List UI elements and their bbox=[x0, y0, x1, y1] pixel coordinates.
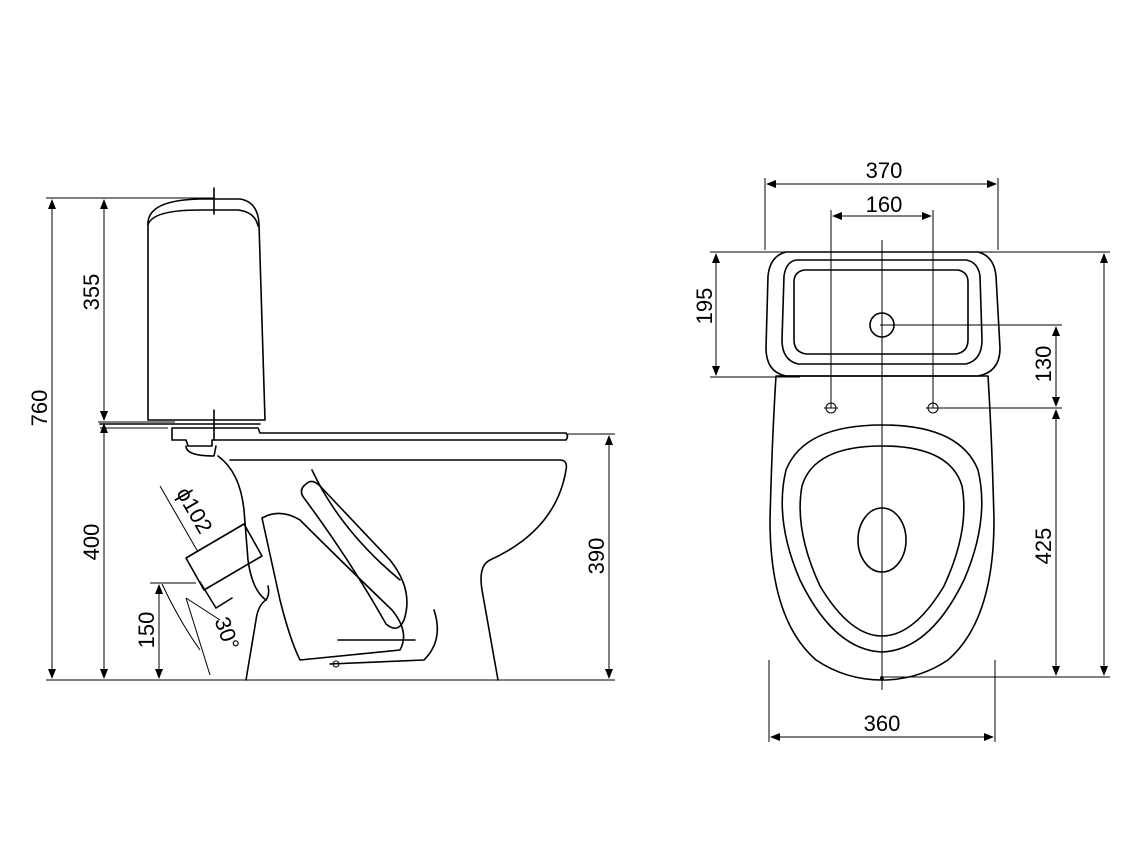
bowl-side bbox=[171, 427, 569, 681]
cistern-side bbox=[99, 187, 266, 441]
top-view: 370 160 195 130 425 360 bbox=[692, 158, 1110, 742]
dim-400-label: 400 bbox=[79, 524, 104, 561]
dim-760-label: 760 bbox=[27, 390, 52, 427]
dim-130-label: 130 bbox=[1031, 346, 1056, 383]
dim-355-label: 355 bbox=[79, 274, 104, 311]
top-dimension-lines bbox=[712, 180, 1108, 741]
dim-370-label: 370 bbox=[866, 158, 903, 183]
side-extension-lines bbox=[46, 197, 615, 681]
side-dimension-lines bbox=[48, 199, 613, 679]
dim-150-label: 150 bbox=[134, 612, 159, 649]
dim-360-label: 360 bbox=[864, 711, 901, 736]
dim-425-label: 425 bbox=[1031, 528, 1056, 565]
dim-angle-label: 30° bbox=[210, 614, 245, 654]
top-extension-lines bbox=[710, 178, 1110, 742]
dim-195-label: 195 bbox=[692, 288, 717, 325]
dim-390-label: 390 bbox=[584, 538, 609, 575]
cistern-top bbox=[765, 251, 1001, 377]
side-view: 760 355 400 390 150 ϕ102 30° bbox=[27, 187, 615, 681]
dim-diameter-label: ϕ102 bbox=[171, 483, 217, 538]
dim-160-label: 160 bbox=[866, 192, 903, 217]
outlet-pipe-side bbox=[159, 485, 263, 676]
